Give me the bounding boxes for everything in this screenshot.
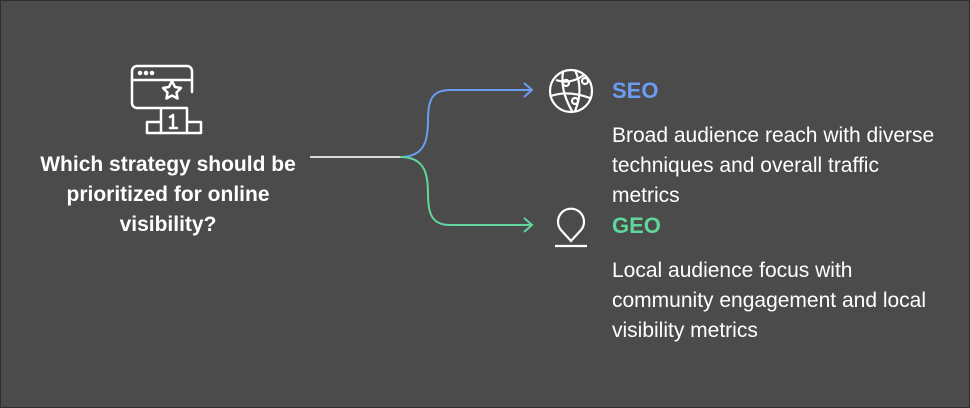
central-question: Which strategy should be prioritized for…	[40, 153, 296, 236]
branch-seo	[399, 82, 534, 158]
option-title-geo: GEO	[612, 213, 661, 238]
map-pin-icon	[555, 207, 587, 248]
option-title-seo: SEO	[612, 78, 659, 103]
ranking-window-icon	[130, 64, 203, 135]
globe-network-icon	[548, 68, 594, 114]
option-description-geo: Local audience focus with community enga…	[612, 259, 927, 342]
option-description-seo: Broad audience reach with diverse techni…	[612, 124, 935, 207]
branch-geo	[399, 156, 534, 233]
